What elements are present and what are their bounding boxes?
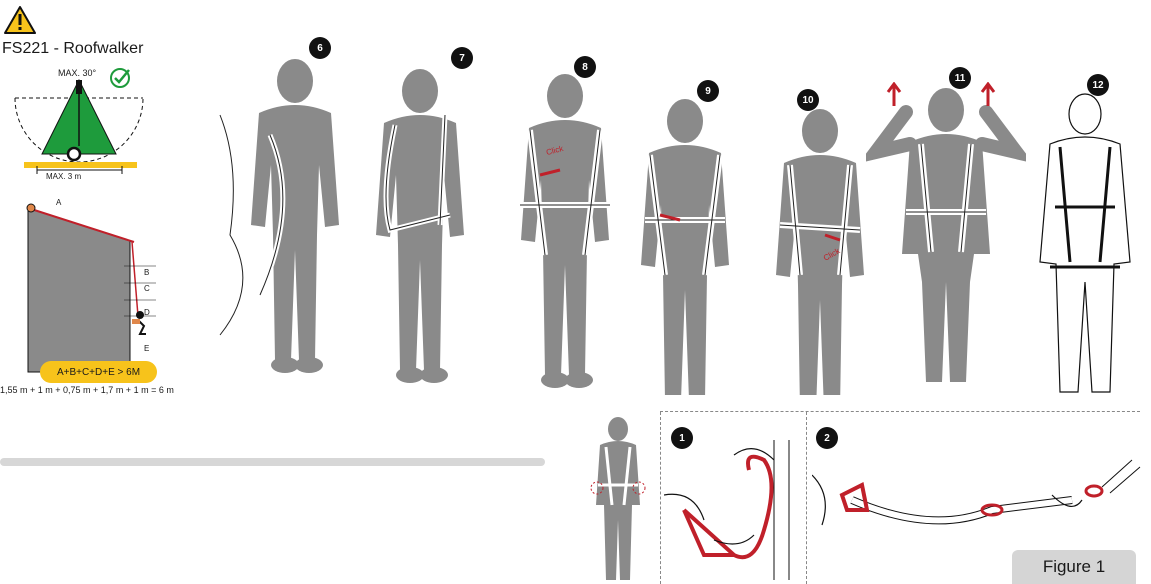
panel-separator <box>806 412 807 584</box>
step-12-illustration <box>1030 92 1140 410</box>
harness-donning-steps-illustration <box>200 55 920 395</box>
label-e: E <box>144 344 149 353</box>
label-d: D <box>144 308 150 317</box>
section-divider <box>0 458 545 466</box>
clearance-formula: 1,55 m + 1 m + 0,75 m + 1,7 m + 1 m = 6 … <box>0 385 174 395</box>
max-distance-label: MAX. 3 m <box>46 172 81 181</box>
panel-separator <box>660 412 661 584</box>
panel-separator-top <box>660 411 1140 412</box>
check-icon <box>109 66 133 90</box>
connector-lanyard-illustration <box>812 455 1142 545</box>
clearance-rule-badge: A+B+C+D+E > 6M <box>40 361 157 383</box>
figure-label: Figure 1 <box>1012 550 1136 584</box>
page-title: FS221 - Roofwalker <box>2 40 143 58</box>
max-angle-label: MAX. 30° <box>58 68 96 78</box>
lanyard-anchor-illustration <box>664 440 804 580</box>
label-c: C <box>144 284 150 293</box>
label-a: A <box>56 198 61 207</box>
roof-clearance-diagram <box>26 196 156 374</box>
harness-attachment-person <box>588 415 648 584</box>
label-b: B <box>144 268 149 277</box>
step-11-illustration <box>866 82 1026 394</box>
warning-icon <box>4 5 36 35</box>
step-2-badge: 2 <box>816 427 838 449</box>
